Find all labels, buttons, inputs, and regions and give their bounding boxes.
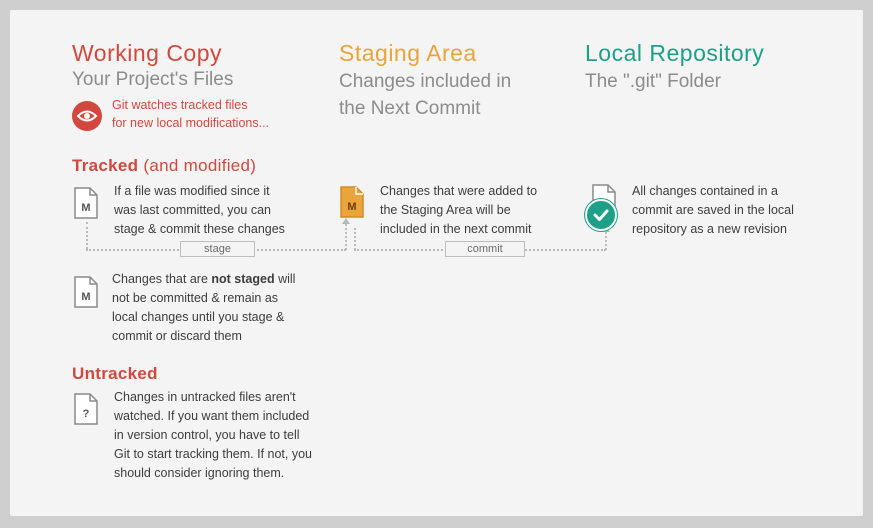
tracked-heading: Tracked (and modified) [72, 156, 256, 176]
not-staged-line: commit or discard them [112, 329, 242, 343]
tracked-heading-label: Tracked [72, 156, 139, 175]
staged-letter: M [347, 201, 356, 213]
slide: Working Copy Your Project's Files Stagin… [10, 10, 863, 516]
staging-text-line: included in the next commit [380, 222, 532, 236]
eye-icon [72, 101, 102, 131]
watch-note-line: for new local modifications... [112, 116, 270, 130]
repository-text-line: commit are saved in the local [632, 203, 794, 217]
not-staged-line: local changes until you stage & [112, 310, 285, 324]
working-copy-subtitle: Your Project's Files [72, 69, 234, 90]
flow-connector [345, 224, 347, 250]
checkmark-icon [585, 199, 617, 231]
not-staged-suffix: will [278, 272, 296, 286]
staging-subtitle-line: Changes included in [339, 71, 512, 92]
staging-area-title: Staging Area [339, 40, 477, 66]
untracked-heading: Untracked [72, 364, 158, 383]
tracked-heading-suffix: (and modified) [143, 156, 257, 175]
modified-text-line: stage & commit these changes [114, 222, 285, 236]
not-staged-line: not be committed & remain as [112, 291, 279, 305]
not-staged-bold: not staged [211, 272, 275, 286]
untracked-text-line: Changes in untracked files aren't [114, 390, 296, 404]
working-copy-title: Working Copy [72, 40, 223, 66]
modified-text-line: was last committed, you can [114, 203, 272, 217]
untracked-text-line: should consider ignoring them. [114, 466, 285, 480]
staged-file-icon: M [340, 186, 364, 218]
repository-text-line: repository as a new revision [632, 222, 787, 236]
untracked-file-icon: ? [74, 393, 98, 425]
watch-note: Git watches tracked files for new local … [112, 96, 269, 132]
modified-text: If a file was modified since it was last… [114, 182, 285, 239]
watch-note-line: Git watches tracked files [112, 98, 248, 112]
untracked-letter: ? [83, 408, 90, 420]
staging-area-subtitle: Changes included in the Next Commit [339, 68, 511, 122]
untracked-text: Changes in untracked files aren't watche… [114, 388, 312, 483]
local-repository-title: Local Repository [585, 40, 765, 66]
modified-text-line: If a file was modified since it [114, 184, 270, 198]
unstaged-letter: M [81, 291, 90, 303]
staging-text-line: Changes that were added to [380, 184, 538, 198]
commit-label: commit [445, 241, 525, 257]
local-repository-subtitle: The ".git" Folder [585, 71, 721, 92]
flow-connector [605, 232, 607, 250]
repository-text-line: All changes contained in a [632, 184, 778, 198]
not-staged-text: Changes that are not staged will not be … [112, 270, 295, 346]
not-staged-prefix: Changes that are [112, 272, 208, 286]
stage-arrow-icon [342, 218, 350, 224]
repository-text: All changes contained in a commit are sa… [632, 182, 794, 239]
modified-letter: M [81, 202, 90, 214]
flow-connector [354, 228, 356, 250]
unstaged-file-icon: M [74, 276, 98, 308]
not-staged-first-line: Changes that are not staged will [112, 270, 295, 289]
staging-subtitle-line: the Next Commit [339, 98, 481, 119]
staging-text: Changes that were added to the Staging A… [380, 182, 537, 239]
modified-file-icon: M [74, 187, 98, 219]
stage-label: stage [180, 241, 255, 257]
flow-connector [86, 222, 88, 249]
untracked-text-line: watched. If you want them included [114, 409, 310, 423]
untracked-text-line: in version control, you have to tell [114, 428, 300, 442]
staging-text-line: the Staging Area will be [380, 203, 511, 217]
untracked-text-line: Git to start tracking them. If not, you [114, 447, 312, 461]
